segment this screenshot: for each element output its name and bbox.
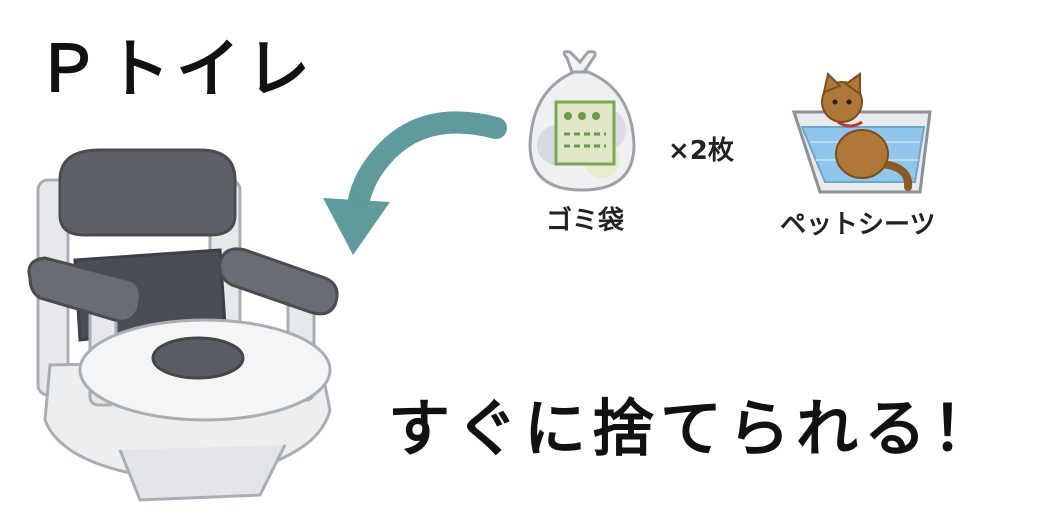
garbage-bag-multiplier: ×2枚: [668, 136, 734, 166]
curved-arrow-icon: [323, 111, 507, 255]
cat-on-pet-sheet-icon: [791, 72, 932, 194]
garbage-bag-icon: [528, 50, 636, 192]
pet-sheet-label: ペットシーツ: [780, 210, 936, 240]
page-title: Ｐトイレ: [36, 33, 316, 107]
portable-toilet-icon: [27, 148, 339, 502]
garbage-bag-label: ゴミ袋: [546, 206, 625, 236]
tagline: すぐに捨てられる！: [388, 392, 1001, 465]
